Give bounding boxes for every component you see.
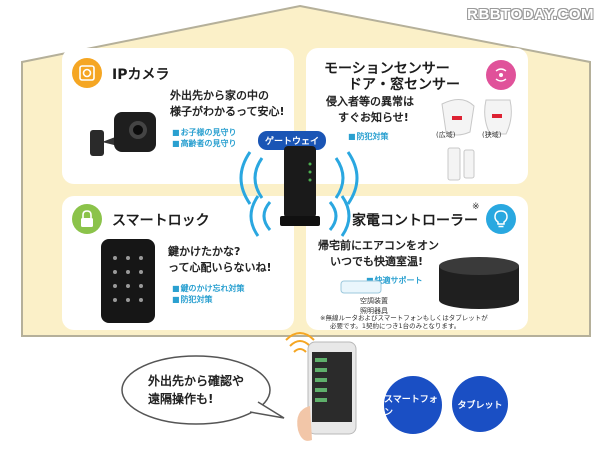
signal-waves-phone (285, 332, 315, 353)
camera-icon (72, 58, 102, 88)
smartphone-device (297, 341, 357, 441)
appliance-controller-title: 家電コントローラー (352, 213, 478, 229)
card-appliance-controller: 家電コントローラー ※ 帰宅前にエアコンをオン いつでも快適室温! 快適サポート… (306, 196, 528, 330)
appliance-controller-asterisk: ※ (472, 202, 480, 212)
wifi-waves-right-top (334, 151, 359, 205)
smart-lock-text-1: 鍵かけたかな? (168, 245, 241, 258)
ip-camera-title: IPカメラ (112, 67, 170, 83)
padlock-icon (72, 204, 102, 234)
appliance-controller-device (439, 257, 519, 309)
appliance-controller-tag-1: 快適サポート (366, 276, 423, 286)
smartphone-button[interactable]: スマートフォン (384, 376, 442, 434)
appliance-controller-device-label-2: 照明器具 (360, 307, 388, 315)
motion-sensor-label-wide: (広域) (436, 131, 456, 139)
smart-lock-title: スマートロック (112, 213, 210, 229)
watermark: RBBTODAY.COM (467, 6, 594, 23)
ip-camera-text-2: 様子がわかるって安心! (170, 105, 285, 118)
motion-sensor-text-2: すぐお知らせ! (338, 111, 409, 124)
appliance-controller-device-label-1: 空調装置 (360, 297, 388, 305)
speech-bubble-text-1: 外出先から確認や (148, 374, 245, 388)
motion-sensor-title-1: モーションセンサー (324, 61, 450, 77)
motion-sensor-title-2: ドア・窓センサー (348, 77, 460, 93)
motion-sensor-text-1: 侵入者等の異常は (326, 95, 414, 108)
smart-lock-tag-2: 防犯対策 (172, 295, 213, 305)
wifi-waves-right-bottom (328, 195, 351, 237)
motion-sensor-tag-1: 防犯対策 (348, 132, 389, 142)
motion-sensor-label-narrow: (狭域) (482, 131, 502, 139)
appliance-controller-text-1: 帰宅前にエアコンをオン (318, 239, 439, 252)
card-smart-lock: スマートロック 鍵かけたかな? って心配いらないね! 鍵のかけ忘れ対策 防犯対策 (62, 196, 294, 330)
smart-lock-text-2: って心配いらないね! (168, 261, 272, 274)
air-conditioner-icon (340, 280, 382, 294)
ip-camera-device (90, 112, 156, 156)
ip-camera-tag-2: 高齢者の見守り (172, 139, 237, 149)
smart-lock-device (101, 239, 155, 323)
gateway-device (280, 146, 320, 226)
smart-lock-tag-1: 鍵のかけ忘れ対策 (172, 284, 245, 294)
appliance-controller-footnote-2: 必要です。1契約につき1台のみとなります。 (330, 322, 461, 330)
gateway-label: ゲートウェイ (258, 131, 327, 150)
motion-sensor-devices (441, 99, 512, 181)
ip-camera-tag-1: お子様の見守り (172, 128, 237, 138)
lightbulb-icon (486, 204, 516, 234)
sensor-waves-icon (486, 60, 516, 90)
appliance-controller-footnote-1: ※無線ルータおよびスマートフォンもしくはタブレットが (320, 314, 488, 322)
wifi-waves-left-bottom (249, 195, 272, 237)
tablet-button[interactable]: タブレット (452, 376, 508, 432)
wifi-waves-left-top (239, 151, 264, 205)
card-ip-camera: IPカメラ 外出先から家の中の 様子がわかるって安心! お子様の見守り 高齢者の… (62, 48, 294, 184)
ip-camera-text-1: 外出先から家の中の (170, 89, 269, 102)
speech-bubble (121, 355, 285, 425)
speech-bubble-text-2: 遠隔操作も! (148, 392, 214, 406)
card-motion-sensor: モーションセンサー ドア・窓センサー 侵入者等の異常は すぐお知らせ! 防犯対策… (306, 48, 528, 184)
appliance-controller-text-2: いつでも快適室温! (330, 255, 424, 268)
